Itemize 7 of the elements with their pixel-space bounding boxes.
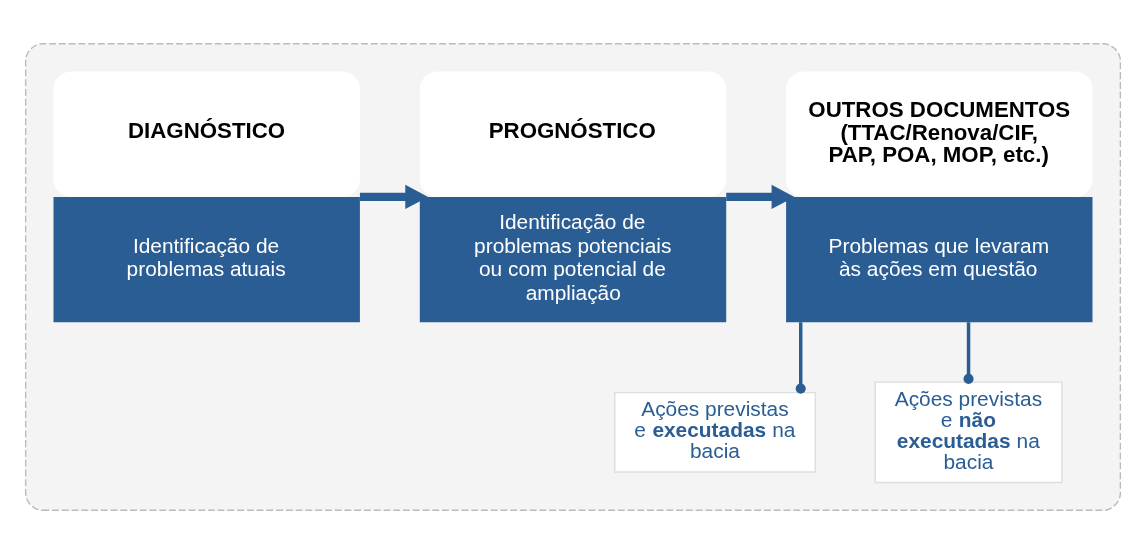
node-box: Ações previstas e não executadas na bacia	[874, 380, 1063, 483]
arrow	[726, 184, 795, 209]
connector	[963, 321, 974, 384]
cluster	[24, 42, 1122, 511]
connector	[795, 321, 806, 394]
node-box: Ações previstas e executadas na bacia	[614, 391, 817, 473]
arrow	[359, 184, 429, 209]
